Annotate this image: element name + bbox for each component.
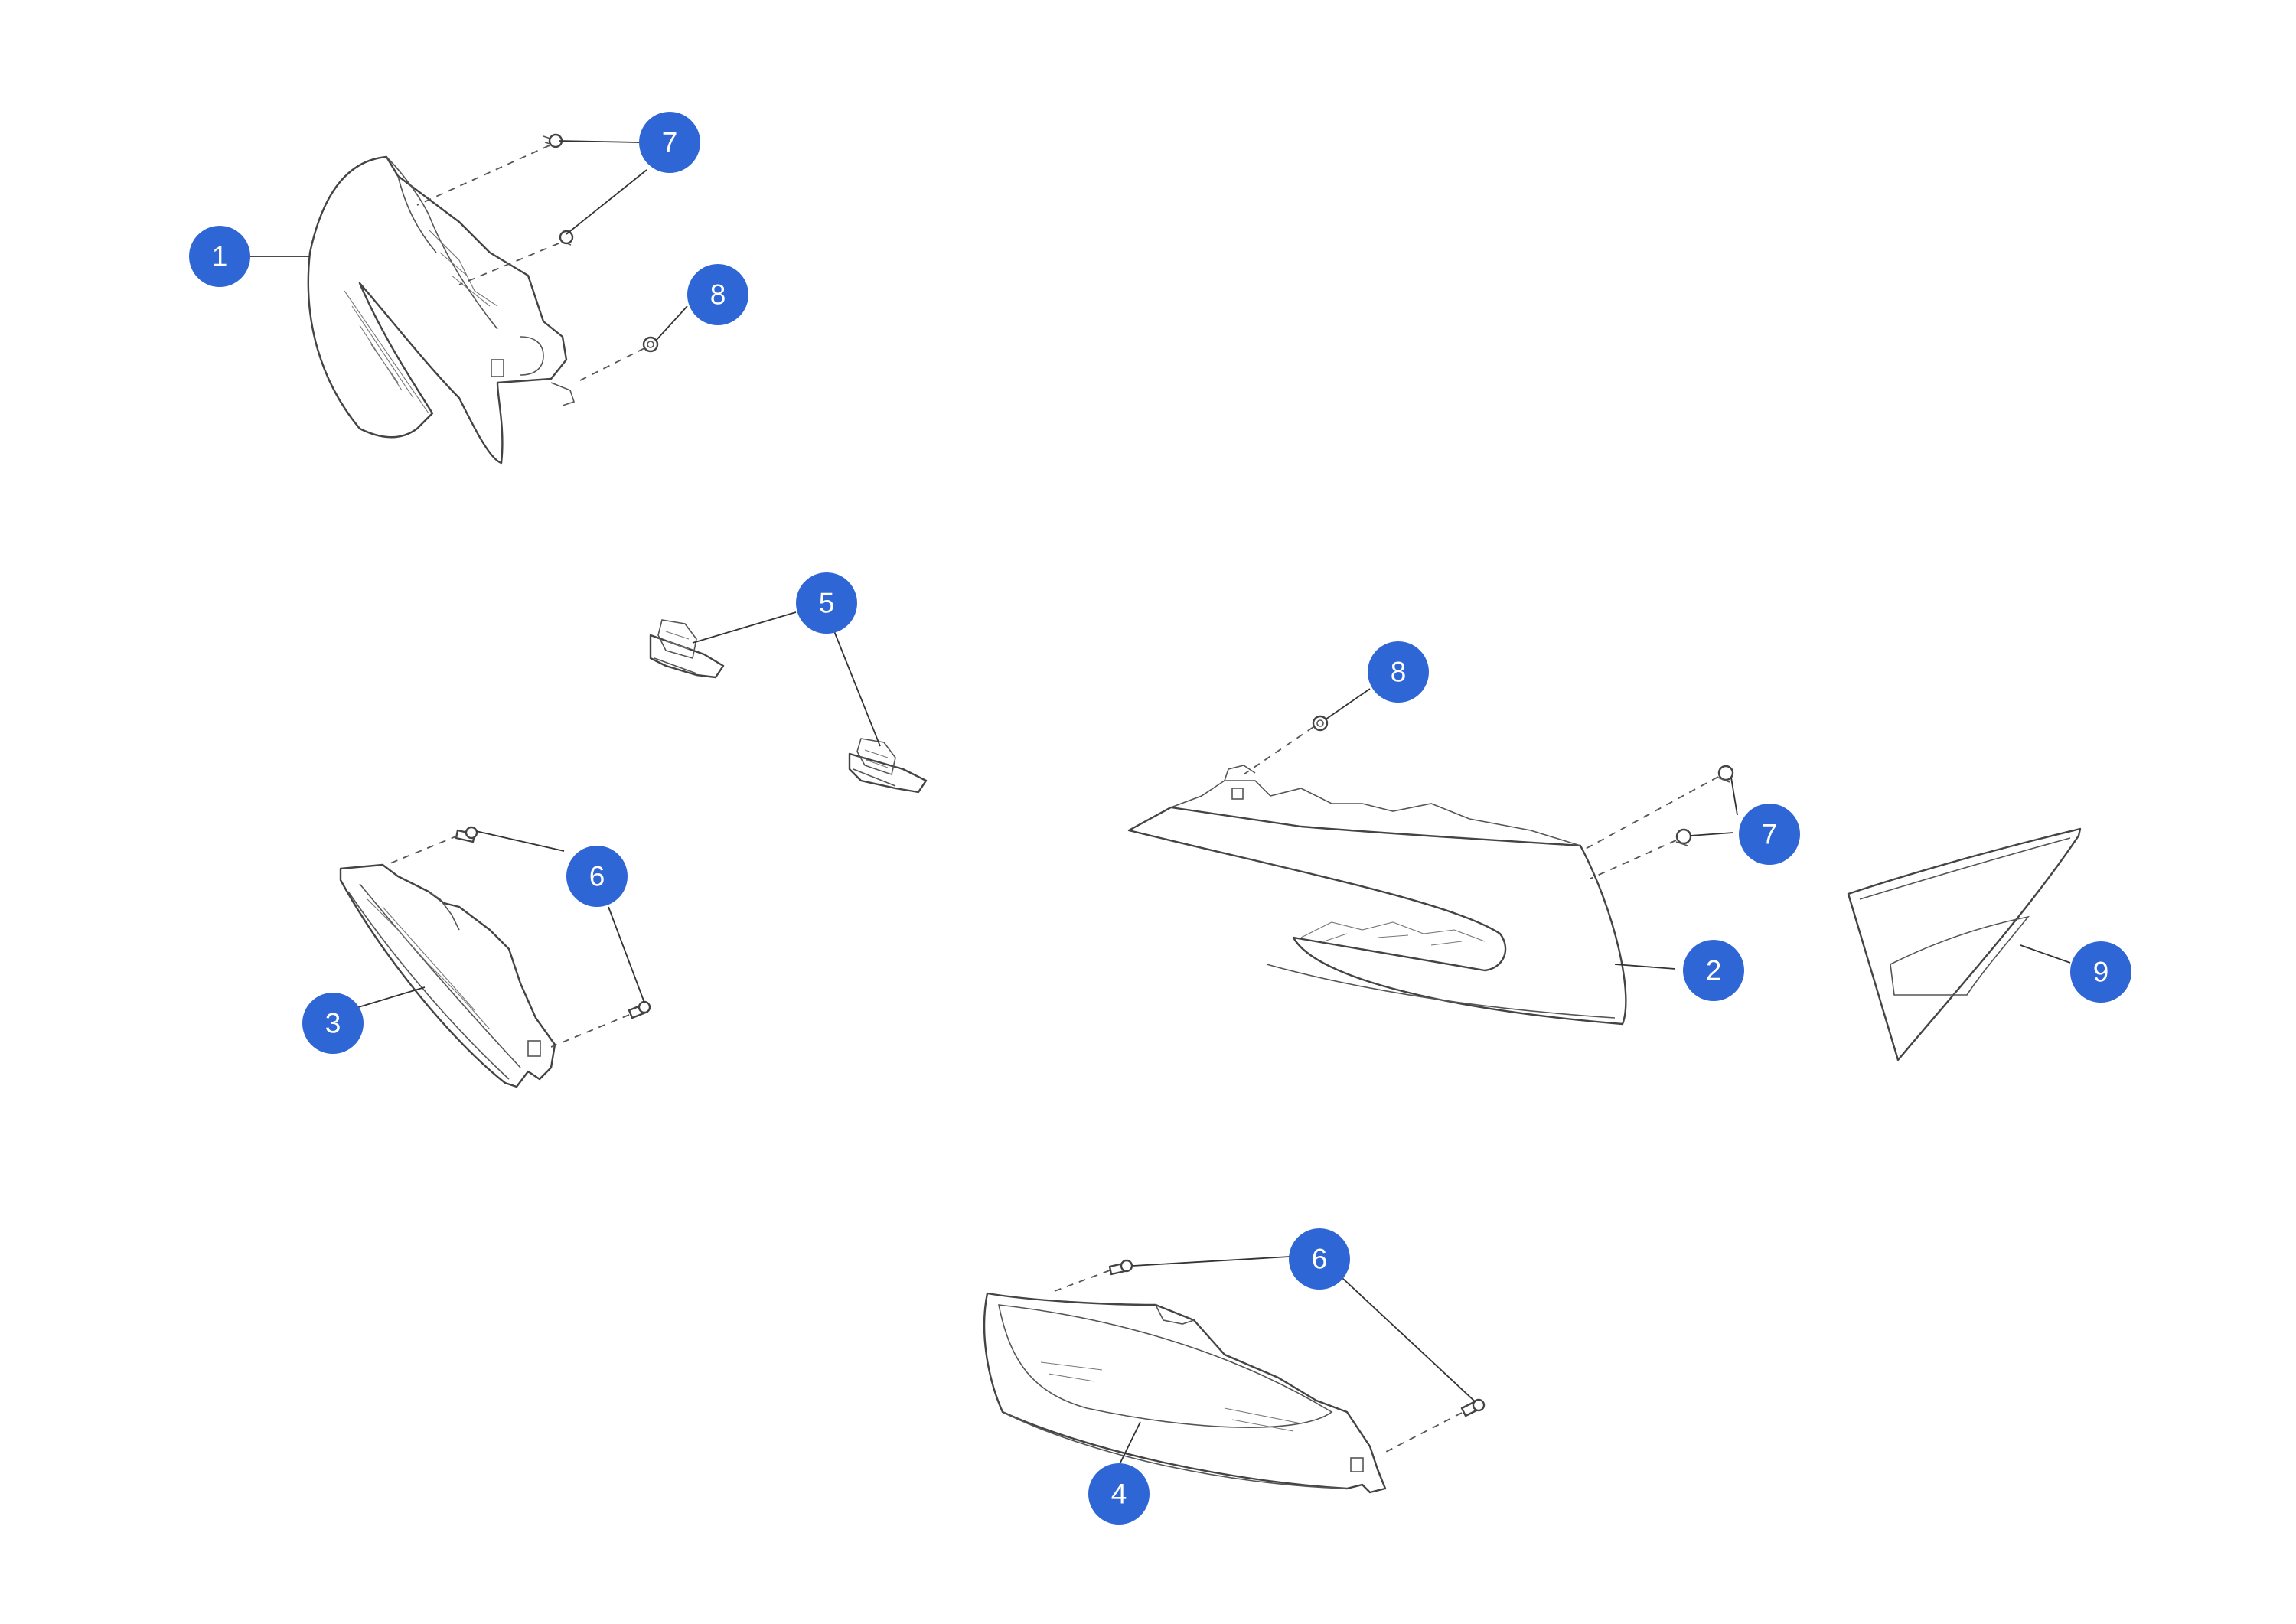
screw-7-upper-b bbox=[559, 230, 574, 246]
svg-text:5: 5 bbox=[819, 588, 835, 619]
callout-8-upper: 8 bbox=[687, 264, 748, 325]
part-5-license-lamp-upper bbox=[649, 619, 725, 679]
svg-text:9: 9 bbox=[2093, 957, 2109, 988]
svg-text:8: 8 bbox=[1391, 657, 1407, 688]
leader-lines bbox=[220, 140, 2071, 1466]
svg-text:6: 6 bbox=[1312, 1244, 1328, 1275]
callout-1: 1 bbox=[189, 226, 250, 287]
svg-text:1: 1 bbox=[212, 241, 228, 272]
part-2-tail-lamp-inner bbox=[1127, 765, 1627, 1026]
callout-5: 5 bbox=[796, 572, 857, 634]
screw-7-upper-a bbox=[543, 133, 563, 148]
callout-4: 4 bbox=[1088, 1463, 1150, 1525]
svg-text:4: 4 bbox=[1111, 1479, 1127, 1510]
callout-8-right: 8 bbox=[1368, 641, 1429, 703]
callouts: 1 7 8 5 8 7 6 3 bbox=[189, 112, 2131, 1525]
callout-9: 9 bbox=[2070, 941, 2131, 1003]
callout-7-right: 7 bbox=[1739, 804, 1800, 865]
screw-6-left-a bbox=[455, 826, 478, 843]
svg-text:2: 2 bbox=[1706, 955, 1722, 986]
callout-6-left: 6 bbox=[566, 846, 628, 907]
svg-text:6: 6 bbox=[589, 861, 605, 892]
screw-7-right-a bbox=[1717, 765, 1734, 783]
svg-text:7: 7 bbox=[1762, 819, 1778, 850]
assembly-lines bbox=[386, 145, 1719, 1455]
part-5-license-lamp-lower bbox=[848, 738, 928, 794]
callout-3: 3 bbox=[302, 993, 364, 1054]
nut-8-right bbox=[1312, 715, 1329, 732]
screw-6-center-a bbox=[1108, 1259, 1133, 1276]
part-4-reverse-lamp-center bbox=[983, 1292, 1387, 1494]
screw-6-left-b bbox=[628, 1000, 651, 1019]
screw-7-right-b bbox=[1675, 828, 1692, 846]
nut-8-upper bbox=[642, 336, 659, 353]
svg-text:8: 8 bbox=[710, 279, 726, 311]
svg-text:3: 3 bbox=[325, 1008, 341, 1039]
part-1-tail-lamp-outer bbox=[307, 155, 576, 465]
screw-6-center-b bbox=[1460, 1398, 1486, 1417]
callout-2: 2 bbox=[1683, 940, 1744, 1001]
svg-text:7: 7 bbox=[662, 127, 678, 158]
part-3-reverse-lamp-left bbox=[339, 863, 556, 1088]
callout-6-center: 6 bbox=[1289, 1228, 1350, 1290]
part-9-reflector bbox=[1847, 827, 2082, 1061]
callout-7-upper: 7 bbox=[639, 112, 700, 173]
